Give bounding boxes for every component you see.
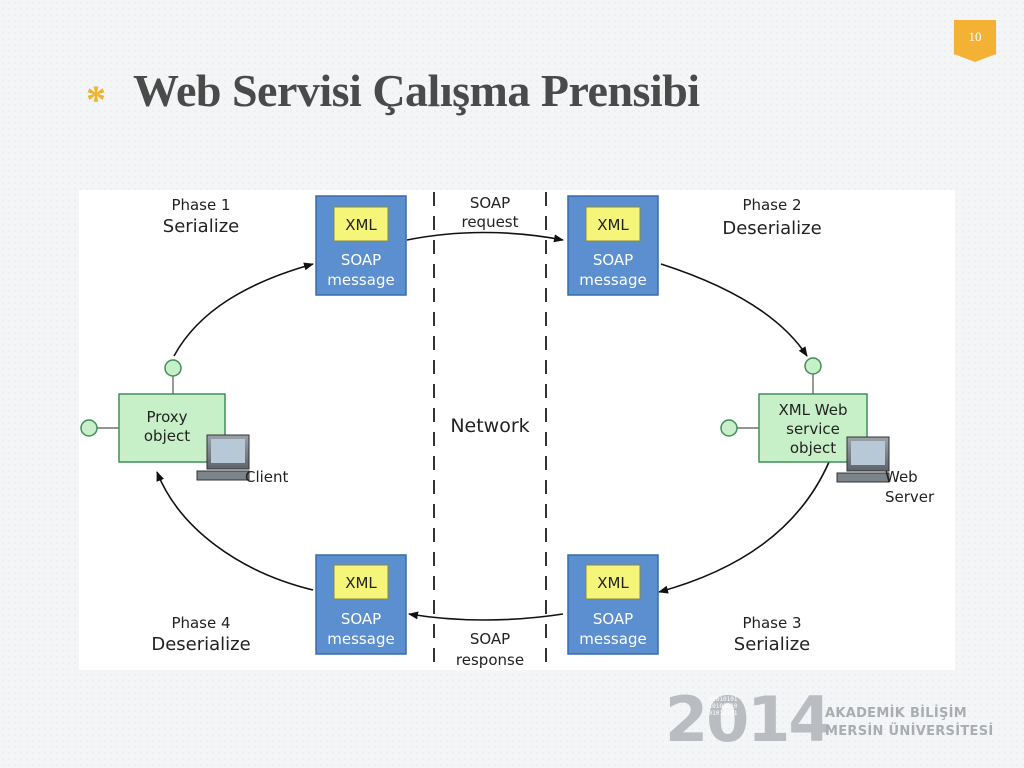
phase1-label: Phase 1 [171, 196, 230, 214]
page-number-badge: 10 [954, 20, 996, 62]
soap-response-line1: SOAP [470, 630, 510, 648]
xml-box [333, 206, 389, 242]
service-left-connector [720, 419, 738, 437]
soap-response-line2: response [456, 651, 524, 669]
xml-label: XML [597, 574, 629, 592]
phase3-action: Serialize [734, 634, 810, 655]
computer-icon [196, 434, 250, 481]
conference-logo: 2014 01010101 10101010 01010101 AKADEMİK… [665, 688, 1010, 758]
logo-text-line2: MERSİN ÜNİVERSİTESİ [825, 724, 994, 739]
arrow-service-to-phase3 [658, 461, 830, 594]
soap-message-phase2: XML SOAP message [567, 195, 659, 296]
soap-label: SOAP [593, 251, 633, 269]
arrow-phase2-to-service [660, 263, 808, 357]
service-top-connector [804, 357, 822, 375]
soap-label: SOAP [593, 610, 633, 628]
phase3-label: Phase 3 [742, 614, 801, 632]
arrow-phase4-to-proxy [156, 471, 314, 591]
soap-request-line2: request [461, 213, 518, 231]
client-label: Client [245, 468, 289, 486]
server-line1: Web [885, 468, 918, 486]
soap-message-phase3: XML SOAP message [567, 554, 659, 655]
service-line1: XML Web [778, 401, 847, 419]
logo-year: 2014 [665, 683, 832, 756]
phase4-label: Phase 4 [171, 614, 230, 632]
slide-title: Web Servisi Çalışma Prensibi [133, 65, 700, 116]
logo-text-line1: AKADEMİK BİLİŞİM [825, 706, 968, 721]
soap-request-line1: SOAP [470, 194, 510, 212]
proxy-line1: Proxy [146, 408, 187, 426]
soap-label: SOAP [341, 251, 381, 269]
phase2-action: Deserialize [722, 218, 821, 239]
proxy-top-connector [164, 359, 182, 377]
xml-box [585, 206, 641, 242]
message-label: message [579, 271, 646, 289]
proxy-left-connector [80, 419, 98, 437]
arrow-soap-response [408, 611, 564, 621]
server-line2: Server [885, 488, 935, 506]
title-bullet: * [86, 77, 106, 122]
phase4-action: Deserialize [151, 634, 250, 655]
phase1-action: Serialize [163, 216, 239, 237]
message-label: message [579, 630, 646, 648]
message-label: message [327, 271, 394, 289]
message-label: message [327, 630, 394, 648]
xml-box [333, 564, 389, 600]
web-service-object: XML Web service object [720, 357, 868, 463]
soap-message-phase1: XML SOAP message [315, 195, 407, 296]
proxy-object: Proxy object [80, 359, 226, 463]
arrow-soap-request [406, 231, 564, 243]
phase2-label: Phase 2 [742, 196, 801, 214]
soap-label: SOAP [341, 610, 381, 628]
server-computer-icon [836, 436, 890, 483]
web-service-diagram: Phase 1 Serialize Phase 2 Deserialize Ph… [79, 190, 955, 670]
network-label: Network [450, 415, 529, 437]
service-line3: object [790, 439, 836, 457]
diagram-canvas: Phase 1 Serialize Phase 2 Deserialize Ph… [80, 192, 935, 669]
logo-binary-pattern: 01010101 10101010 01010101 [708, 696, 738, 717]
service-line2: service [786, 420, 840, 438]
arrow-proxy-to-phase1 [173, 262, 314, 357]
proxy-line2: object [144, 427, 190, 445]
xml-label: XML [597, 216, 629, 234]
xml-label: XML [345, 574, 377, 592]
soap-message-phase4: XML SOAP message [315, 554, 407, 655]
xml-box [585, 564, 641, 600]
xml-label: XML [345, 216, 377, 234]
